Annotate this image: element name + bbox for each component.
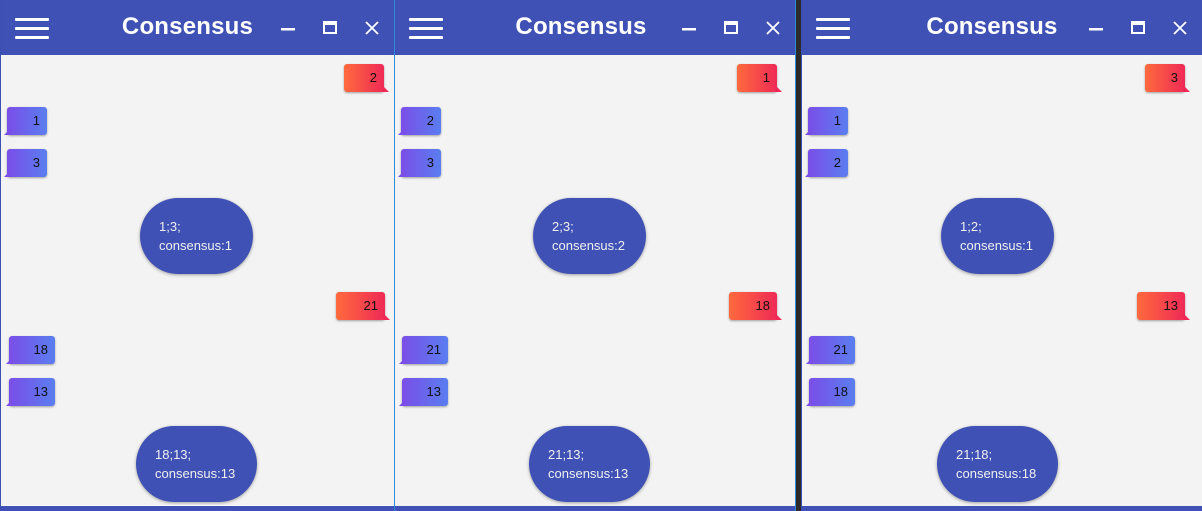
received-message: 1: [4, 107, 47, 135]
sent-message: 18: [729, 292, 782, 320]
sent-message: 2: [344, 64, 389, 92]
consensus-values: 1;2;: [960, 219, 982, 234]
bottom-bar: [395, 506, 795, 511]
close-icon[interactable]: [761, 16, 785, 40]
received-message: 13: [399, 378, 448, 406]
maximize-icon[interactable]: [719, 16, 743, 40]
title-bar[interactable]: Consensus: [395, 0, 795, 55]
consensus-bubble: 21;18; consensus:18: [937, 426, 1058, 502]
consensus-values: 1;3;: [159, 219, 181, 234]
received-message: 2: [398, 107, 441, 135]
message-area[interactable]: 1 2 3 2;3; consensus:2 18 21 13 21;13; c…: [395, 55, 795, 506]
message-area[interactable]: 3 1 2 1;2; consensus:1 13 21 18 21;18; c…: [802, 55, 1202, 506]
sent-message: 21: [336, 292, 390, 320]
received-message: 2: [805, 149, 848, 177]
close-icon[interactable]: [1168, 16, 1192, 40]
title-bar[interactable]: Consensus: [1, 0, 394, 55]
consensus-bubble: 1;3; consensus:1: [140, 198, 253, 274]
hamburger-menu-icon[interactable]: [15, 18, 49, 40]
sent-message: 3: [1145, 64, 1190, 92]
received-message: 1: [805, 107, 848, 135]
maximize-icon[interactable]: [318, 16, 342, 40]
app-window-1: Consensus 2 1 3 1;3; consensus:1 21 18 1…: [0, 0, 394, 511]
minimize-icon[interactable]: [276, 16, 300, 40]
consensus-bubble: 2;3; consensus:2: [533, 198, 646, 274]
consensus-bubble: 21;13; consensus:13: [529, 426, 650, 502]
consensus-values: 21;13;: [548, 447, 585, 462]
consensus-values: 2;3;: [552, 219, 574, 234]
consensus-bubble: 1;2; consensus:1: [941, 198, 1054, 274]
consensus-bubble: 18;13; consensus:13: [136, 426, 257, 502]
consensus-values: 21;18;: [956, 447, 993, 462]
sent-message: 1: [737, 64, 782, 92]
consensus-result: consensus:18: [956, 466, 1037, 481]
received-message: 21: [399, 336, 448, 364]
app-title: Consensus: [515, 13, 647, 40]
consensus-values: 18;13;: [155, 447, 192, 462]
app-window-3: Consensus 3 1 2 1;2; consensus:1 13 21 1…: [801, 0, 1202, 511]
minimize-icon[interactable]: [1084, 16, 1108, 40]
minimize-icon[interactable]: [677, 16, 701, 40]
bottom-bar: [1, 506, 394, 511]
maximize-icon[interactable]: [1126, 16, 1150, 40]
bottom-bar: [802, 506, 1202, 511]
received-message: 3: [4, 149, 47, 177]
sent-message: 13: [1137, 292, 1190, 320]
received-message: 18: [806, 378, 855, 406]
hamburger-menu-icon[interactable]: [409, 18, 443, 40]
app-title: Consensus: [926, 13, 1058, 40]
input-area[interactable]: [1, 505, 394, 506]
consensus-result: consensus:13: [155, 466, 236, 481]
message-area[interactable]: 2 1 3 1;3; consensus:1 21 18 13 18;13; c…: [1, 55, 394, 506]
title-bar[interactable]: Consensus: [802, 0, 1202, 55]
consensus-result: consensus:13: [548, 466, 629, 481]
hamburger-menu-icon[interactable]: [816, 18, 850, 40]
consensus-result: consensus:1: [960, 238, 1033, 253]
received-message: 13: [6, 378, 55, 406]
app-window-2: Consensus 1 2 3 2;3; consensus:2 18 21 1…: [394, 0, 796, 511]
close-icon[interactable]: [360, 16, 384, 40]
consensus-result: consensus:2: [552, 238, 625, 253]
consensus-result: consensus:1: [159, 238, 232, 253]
app-title: Consensus: [121, 13, 254, 40]
received-message: 3: [398, 149, 441, 177]
received-message: 21: [806, 336, 855, 364]
received-message: 18: [6, 336, 55, 364]
